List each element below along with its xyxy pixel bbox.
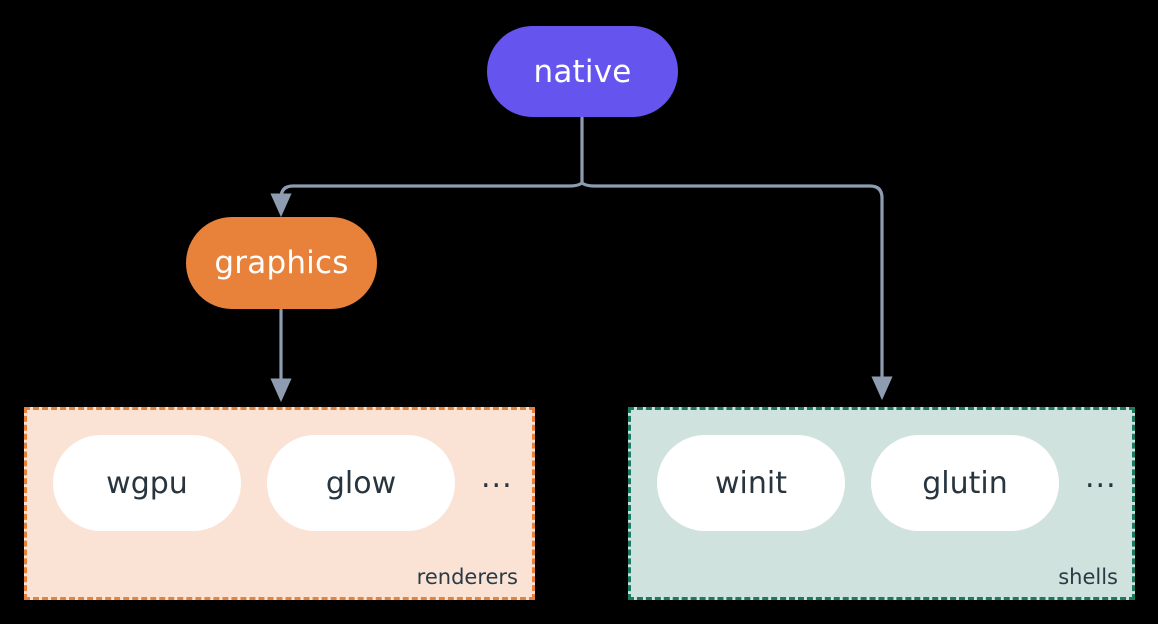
group-renderers-label: renderers bbox=[416, 565, 518, 589]
leaf-winit-label: winit bbox=[715, 465, 787, 501]
group-shells-overflow: ... bbox=[1085, 460, 1117, 495]
node-graphics[interactable]: graphics bbox=[186, 217, 377, 309]
leaf-winit[interactable]: winit bbox=[657, 435, 845, 531]
leaf-glow[interactable]: glow bbox=[267, 435, 455, 531]
leaf-glow-label: glow bbox=[325, 465, 397, 501]
leaf-glutin[interactable]: glutin bbox=[871, 435, 1059, 531]
leaf-wgpu-label: wgpu bbox=[106, 465, 188, 501]
group-shells-items: winit glutin ... bbox=[631, 435, 1132, 531]
group-shells-label: shells bbox=[1058, 565, 1118, 589]
group-shells: winit glutin ... shells bbox=[628, 407, 1135, 600]
group-renderers-items: wgpu glow ... bbox=[27, 435, 532, 531]
group-renderers: wgpu glow ... renderers bbox=[24, 407, 535, 600]
node-graphics-label: graphics bbox=[214, 245, 349, 281]
node-native[interactable]: native bbox=[487, 26, 678, 117]
edge-native-to-graphics bbox=[270, 181, 584, 218]
node-native-label: native bbox=[533, 53, 632, 90]
group-renderers-overflow: ... bbox=[481, 460, 513, 495]
leaf-wgpu[interactable]: wgpu bbox=[53, 435, 241, 531]
edge-native-to-shells bbox=[580, 181, 893, 401]
leaf-glutin-label: glutin bbox=[922, 465, 1008, 501]
